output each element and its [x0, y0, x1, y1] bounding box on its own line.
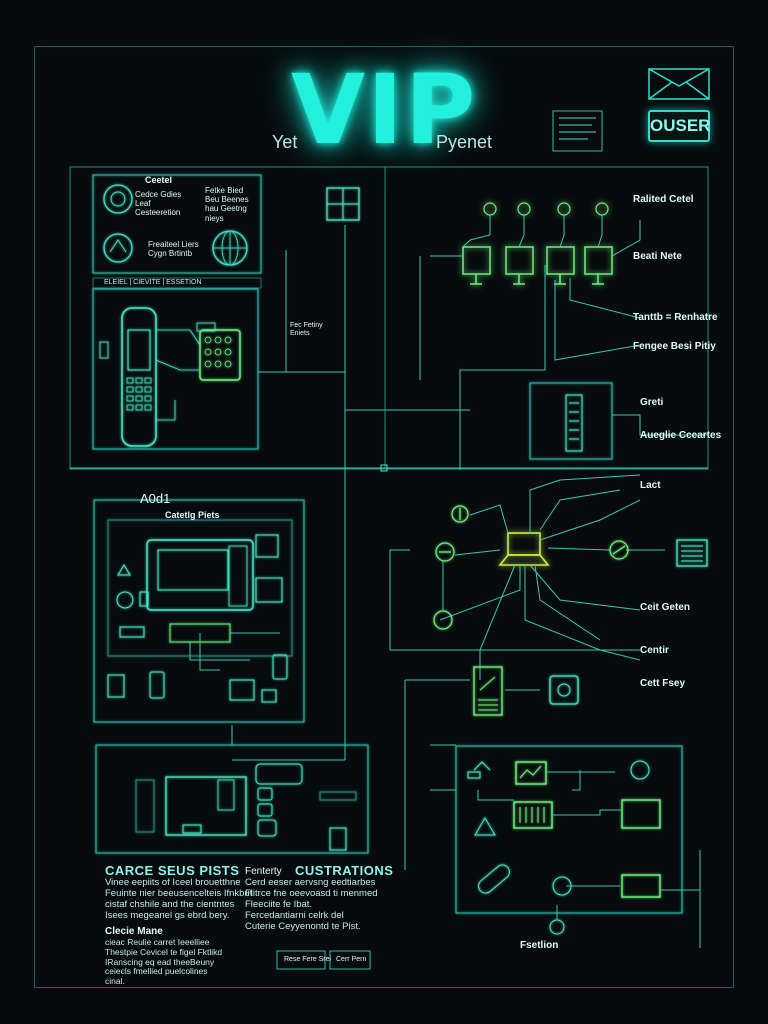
label-centir: Centir [640, 645, 669, 656]
monitor-row [462, 202, 613, 285]
heading-fenterty: Fenterty [245, 866, 282, 877]
top-left-inner-panel [92, 174, 262, 274]
label-ceetel: Ceetel [145, 175, 173, 185]
label-fetke: Fetke Bied Beu Beenes hau Geetng nieys [205, 186, 249, 223]
label-cett-fsey: Cett Fsey [640, 678, 686, 689]
panel-code: A0d1 [140, 491, 171, 506]
lower-right-panel [455, 745, 683, 935]
body-clecie: cieac Reulie carret Ieeelliee Thestpie C… [105, 937, 223, 987]
label-fsetlion: Fsetlion [520, 940, 559, 951]
label-cedce: Cedce Gdies Leaf Cesteeretion [135, 190, 182, 218]
title-right-word: Pyenet [436, 132, 493, 152]
label-fengee: Fengee Besi Pitiy [633, 341, 716, 352]
laptop-hub-icon [498, 532, 550, 566]
label-aueglie: Aueglie Cceartes [640, 430, 722, 441]
terminal-icon [473, 666, 503, 716]
panel-title: Catetlg Piets [165, 510, 220, 520]
tab-labels[interactable]: ELEIEL | CIEVITE | ESSETION [104, 279, 202, 286]
button-cerr[interactable]: Cerr Pern [336, 956, 367, 963]
middle-left-panel [93, 499, 305, 723]
label-beati-nete: Beati Nete [633, 251, 682, 262]
body-carce: Vinee eepiits of Iceel brouetthne Feuint… [105, 877, 253, 921]
label-freaiteel: Freaiteel Liers Cygn Brtintb [148, 240, 199, 259]
chip-icon [549, 675, 579, 705]
label-tanttb: Tanttb = Renhatre [633, 312, 718, 323]
mail-icon[interactable] [648, 68, 710, 100]
heading-clecie: Clecie Mane [105, 926, 163, 937]
label-lact: Lact [640, 480, 661, 491]
title-left-word: Yet [272, 132, 298, 152]
page-title: VIP [290, 54, 478, 166]
bottom-buttons [276, 950, 371, 970]
label-ceit-geten: Ceit Geten [640, 602, 691, 613]
heading-custrations: CUSTRATIONS [295, 863, 394, 878]
poster-frame [34, 46, 734, 988]
hub-nodes [433, 505, 629, 630]
body-custrations: Cerd eeser aervsng eedtiarbes Flitrce fn… [245, 877, 378, 932]
user-button[interactable]: OUSER [648, 110, 710, 142]
label-greti: Greti [640, 397, 664, 408]
lower-left-panel [95, 744, 369, 854]
label-ralited-cetel: Ralited Cetel [633, 194, 694, 205]
grid-icon [326, 187, 360, 221]
button-rese[interactable]: Rese Fere Srei [284, 956, 332, 963]
upper-panel [69, 166, 709, 470]
label-fec-fetiny: Fec Fetiny Eniets [290, 322, 323, 338]
document-icon [676, 539, 708, 567]
heading-carce: CARCE SEUS PISTS [105, 863, 240, 878]
device-box [529, 382, 613, 460]
phone-panel [92, 288, 259, 450]
title-note-box [552, 110, 603, 152]
